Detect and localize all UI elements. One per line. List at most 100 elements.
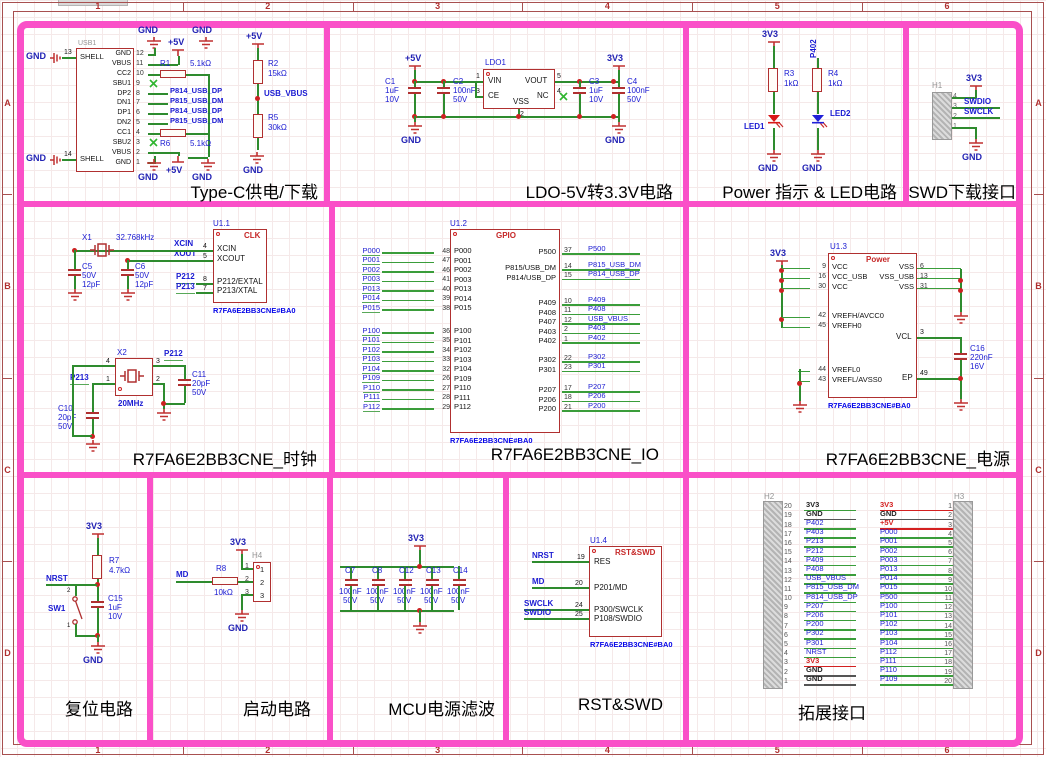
net-label[interactable]: GND [806, 508, 823, 518]
net-label[interactable]: P815_USB_DM [806, 582, 859, 592]
part-number[interactable]: R7FA6E2BB3CNE#BA0 [213, 306, 296, 315]
expansion-pin-row[interactable]: P015 10 [878, 582, 953, 594]
refdes-label[interactable]: R3 [784, 69, 795, 78]
value-label[interactable]: 10V [589, 95, 604, 104]
net-label[interactable]: GND [802, 163, 822, 173]
expansion-pin-row[interactable]: P110 19 [878, 665, 953, 677]
value-label[interactable]: 10V [108, 612, 123, 621]
wire[interactable] [208, 74, 210, 157]
wire[interactable] [196, 292, 213, 294]
net-label[interactable]: P213 [176, 282, 195, 294]
refdes-label[interactable]: C5 [82, 262, 93, 271]
expansion-pin-row[interactable]: P112 17 [878, 647, 953, 659]
net-label[interactable]: 3V3 [230, 537, 247, 547]
net-label[interactable]: 3V3 [762, 29, 779, 39]
refdes-label[interactable]: C15 [108, 594, 123, 603]
refdes-label[interactable]: H1 [932, 81, 943, 90]
wire[interactable] [241, 594, 253, 596]
expansion-pin-row[interactable]: P103 15 [878, 628, 953, 640]
wire[interactable] [62, 57, 76, 59]
net-label[interactable]: GND [401, 135, 421, 145]
expansion-pin-row[interactable]: GND 2 [878, 509, 953, 521]
net-label[interactable]: USB_VBUS [588, 313, 629, 323]
wire[interactable] [975, 127, 977, 139]
wire[interactable] [72, 365, 74, 436]
wire[interactable] [773, 128, 775, 150]
header-h1-body[interactable] [932, 92, 952, 140]
net-label[interactable]: P814_USB_DP [806, 591, 858, 601]
expansion-pin-row[interactable]: P500 11 [878, 592, 953, 604]
net-label[interactable]: P100 [880, 600, 898, 610]
net-label[interactable]: GND [192, 25, 212, 35]
refdes-label[interactable]: R5 [268, 113, 279, 122]
ldo-body[interactable] [483, 69, 555, 109]
net-label[interactable]: GND [138, 172, 158, 182]
pin-row[interactable]: 44 [798, 365, 826, 375]
net-label[interactable]: GND [228, 623, 248, 633]
wire[interactable] [184, 365, 186, 379]
expansion-pin-row[interactable]: P100 12 [878, 600, 953, 613]
wire[interactable] [46, 584, 97, 586]
refdes-label[interactable]: SW1 [48, 604, 66, 613]
refdes-label[interactable]: C1 [385, 77, 396, 86]
wire[interactable] [74, 276, 76, 289]
wire[interactable] [127, 276, 129, 289]
expansion-pin-row[interactable]: P003 7 [878, 554, 953, 567]
wire[interactable] [952, 97, 976, 99]
wire[interactable] [241, 554, 243, 568]
net-label[interactable]: 3V3 [770, 248, 787, 258]
value-label[interactable]: 50V [58, 422, 73, 431]
value-label[interactable]: 20MHz [118, 399, 144, 408]
refdes-label[interactable]: H4 [252, 551, 263, 560]
net-label[interactable]: P200 [588, 400, 606, 410]
net-label[interactable]: P002 [880, 545, 898, 555]
capacitor-c2[interactable] [437, 87, 450, 94]
value-label[interactable]: 20pF [58, 413, 77, 422]
wire[interactable] [153, 383, 163, 385]
wire[interactable] [163, 383, 165, 409]
net-label[interactable]: 3V3 [607, 53, 624, 63]
wire[interactable] [97, 635, 99, 642]
wire[interactable] [178, 56, 180, 65]
net-label[interactable]: 3V3 [408, 533, 425, 543]
value-label[interactable]: 5.1kΩ [190, 139, 212, 148]
wire[interactable] [618, 116, 620, 122]
resistor-r1[interactable] [160, 70, 186, 78]
net-label[interactable]: P302 [806, 628, 824, 638]
resistor-r7[interactable] [92, 555, 102, 579]
value-label[interactable]: 50V [135, 271, 150, 280]
net-label[interactable]: P212 [176, 272, 195, 284]
net-label[interactable]: P212 [164, 349, 183, 361]
pin-row[interactable]: 16 [782, 272, 826, 282]
expansion-pin-row[interactable]: 6 P302 [784, 628, 856, 640]
wire[interactable] [153, 365, 184, 367]
refdes-label[interactable]: C11 [192, 370, 207, 379]
refdes-label[interactable]: R2 [268, 59, 279, 68]
net-label[interactable]: P402 [806, 518, 824, 528]
wire[interactable] [97, 608, 99, 636]
expansion-pin-row[interactable]: 9 P207 [784, 601, 856, 613]
value-label[interactable]: 20pF [192, 379, 211, 388]
value-label[interactable]: 100nF [627, 86, 650, 95]
net-label[interactable]: P206 [588, 391, 606, 400]
net-label[interactable]: 3V3 [806, 655, 820, 665]
value-label[interactable]: 12pF [82, 280, 101, 289]
capacitor-c15[interactable] [91, 601, 104, 608]
net-label[interactable]: P814_USB_DP [170, 105, 223, 115]
net-label[interactable]: P003 [362, 274, 380, 284]
wire[interactable] [524, 618, 589, 620]
net-label[interactable]: SWCLK [964, 107, 994, 116]
net-label[interactable]: P815_USB_DM [170, 115, 224, 125]
net-label[interactable]: USB_VBUS [264, 89, 308, 98]
value-label[interactable]: 16V [970, 362, 985, 371]
expansion-pin-row[interactable]: P104 16 [878, 638, 953, 649]
value-label[interactable]: 1uF [589, 86, 603, 95]
net-label[interactable]: P003 [880, 554, 898, 564]
expansion-pin-row[interactable]: P101 13 [878, 610, 953, 622]
net-label[interactable]: 3V3 [806, 499, 820, 509]
expansion-pin-row[interactable]: 8 P206 [784, 610, 856, 622]
wire[interactable] [952, 117, 1000, 119]
